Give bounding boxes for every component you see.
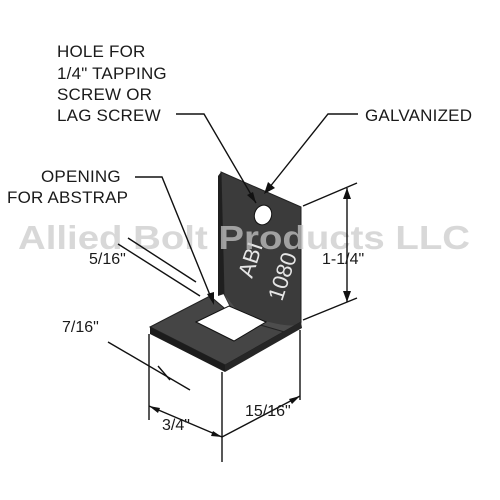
callout-opening-line-1: OPENING [41,167,121,186]
dim-3-4-arrow-b [211,431,222,437]
dim-15-16-arrow-a [289,396,300,404]
callout-opening: OPENING FOR ABSTRAP [7,167,214,305]
dim-15-16-line [221,395,301,438]
dim-7-16-line [157,365,171,381]
callout-hole-line-3: SCREW OR [57,85,152,104]
callout-hole-arrowhead [247,192,256,203]
dim-15-16-label: 15/16" [245,403,291,420]
dim-7-16-label: 7/16" [62,319,99,336]
callout-hole-leader [176,113,257,204]
bracket-part: ABI 1080 [148,171,302,372]
callout-opening-line-2: FOR ABSTRAP [7,188,128,207]
dim-1-1-4-ext-bottom [302,297,358,321]
dim-5-16-extension [117,243,201,297]
dim-5-16-label: 5/16" [89,251,126,268]
screw-hole [253,204,273,226]
callout-hole-line-1: HOLE FOR [57,42,146,61]
dim-5-16-extension-2 [127,237,197,283]
dim-1-1-4-ext-top [302,182,358,207]
dim-3-4-arrow-a [149,406,160,413]
callout-hole-line-2: 1/4" TAPPING [57,64,167,83]
dimension-lines: 5/16" 7/16" 3/4" 15/16" 1-1/4" [62,182,364,462]
callout-hole: HOLE FOR 1/4" TAPPING SCREW OR LAG SCREW [57,42,257,204]
dim-3-4-label: 3/4" [162,417,190,434]
base-leg-edge [150,327,225,372]
watermark-text: Allied Bolt Products LLC [18,219,470,256]
vertical-leg-edge [218,172,224,296]
callout-galvanized-leader [268,113,358,189]
dim-1-1-4-arrow-bottom [343,291,351,302]
strap-opening [194,305,268,342]
dim-1-1-4-arrow-top [343,188,351,199]
callout-galvanized-arrowhead [264,182,275,194]
callout-opening-leader [135,176,213,301]
callout-opening-arrowhead [207,292,214,305]
base-leg-edge-right [225,322,302,372]
callout-galvanized-text: GALVANIZED [365,106,472,125]
callout-galvanized: GALVANIZED [264,106,472,194]
callout-hole-line-4: LAG SCREW [57,106,161,125]
dim-1-1-4-label: 1-1/4" [322,251,364,268]
dim-3-4-line [148,405,223,438]
